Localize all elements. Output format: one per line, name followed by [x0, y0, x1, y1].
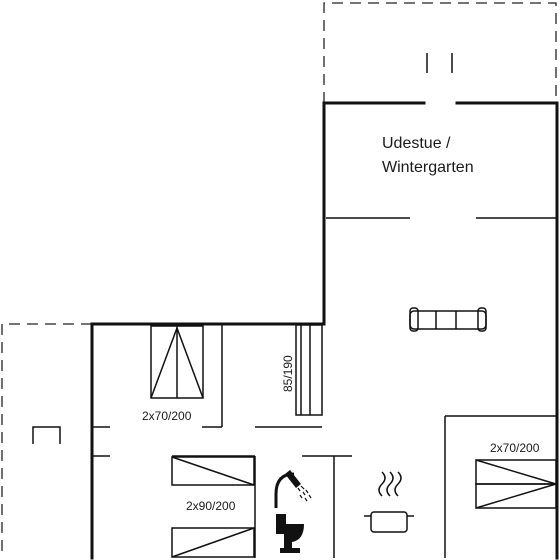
wardrobe-icon — [150, 325, 204, 399]
cooking-pot-icon — [364, 471, 414, 533]
bed-icon — [171, 456, 255, 558]
bed-label-right: 2x70/200 — [490, 441, 540, 455]
terrace-box-icon — [32, 426, 61, 444]
room-label-wintergarden-line2: Wintergarten — [382, 159, 474, 176]
bed-icon — [295, 324, 323, 416]
terrace-left-dashed — [1, 323, 92, 558]
toilet-icon — [276, 514, 304, 553]
bed-label-top-left: 2x70/200 — [142, 409, 192, 423]
bed-icon — [475, 459, 557, 509]
exterior-walls — [90, 101, 559, 560]
terrace-top-dashed — [323, 2, 557, 103]
sofa-icon — [409, 307, 487, 332]
interior-walls — [93, 217, 556, 558]
room-label-wintergarden-line1: Udestue / — [382, 135, 451, 152]
door-icon — [426, 53, 453, 73]
bed-label-bottom-left: 2x90/200 — [186, 499, 236, 513]
shower-icon — [274, 470, 312, 508]
bed-label-narrow: 85/190 — [281, 355, 295, 392]
